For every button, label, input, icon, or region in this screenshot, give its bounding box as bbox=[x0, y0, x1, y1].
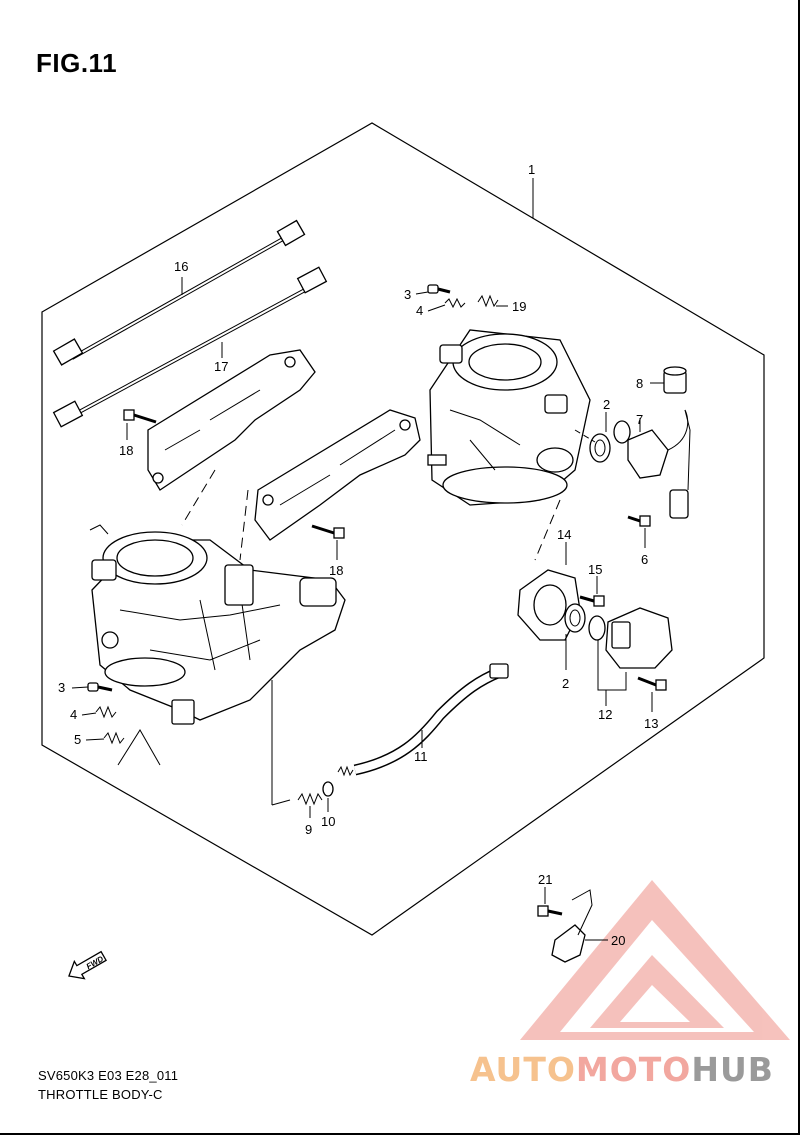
hose-11 bbox=[337, 663, 509, 777]
callout-16: 16 bbox=[174, 259, 188, 274]
spring-5 bbox=[85, 731, 125, 745]
callout-19: 19 bbox=[512, 299, 526, 314]
callout-6: 6 bbox=[641, 552, 648, 567]
callout-2-upper: 2 bbox=[603, 397, 610, 412]
screw-13 bbox=[637, 676, 667, 712]
assembly-outline bbox=[41, 122, 765, 936]
sensor-7 bbox=[613, 409, 691, 519]
callout-4-left: 4 bbox=[70, 707, 77, 722]
screw-21 bbox=[537, 887, 563, 917]
callout-18-upper: 18 bbox=[119, 443, 133, 458]
frame-bottom-border bbox=[0, 1133, 800, 1135]
sensor-module-12 bbox=[597, 607, 673, 706]
o-ring-2-lower bbox=[564, 603, 586, 670]
spring-19 bbox=[477, 294, 508, 308]
figure-title: FIG.11 bbox=[36, 48, 118, 78]
callout-14: 14 bbox=[557, 527, 571, 542]
callout-7: 7 bbox=[636, 412, 643, 427]
callout-18-lower: 18 bbox=[329, 563, 343, 578]
callout-17: 17 bbox=[214, 359, 228, 374]
watermark-moto: MOTO bbox=[575, 1050, 692, 1089]
bracket-upper bbox=[147, 349, 316, 491]
watermark-auto: AUTO bbox=[470, 1050, 576, 1089]
screw-3-upper bbox=[415, 284, 451, 295]
flange-14 bbox=[517, 542, 581, 641]
callout-20: 20 bbox=[611, 933, 625, 948]
watermark-hub: HUB bbox=[691, 1050, 774, 1089]
callout-11: 11 bbox=[414, 749, 428, 764]
connection-lines bbox=[181, 429, 596, 561]
callout-1: 1 bbox=[528, 162, 535, 177]
fwd-arrow-icon: FWD bbox=[68, 950, 107, 980]
watermark-text: AUTOMOTOHUB bbox=[470, 1050, 774, 1089]
leader-3-4-5 bbox=[117, 729, 161, 766]
callout-13: 13 bbox=[644, 716, 658, 731]
screw-18-upper bbox=[123, 409, 157, 440]
callout-12: 12 bbox=[598, 707, 612, 722]
callout-9: 9 bbox=[305, 822, 312, 837]
throttle-body-main bbox=[89, 524, 346, 725]
cable-16 bbox=[52, 219, 306, 366]
clamp-20 bbox=[551, 889, 608, 963]
callout-5: 5 bbox=[74, 732, 81, 747]
callout-4-upper: 4 bbox=[416, 303, 423, 318]
callout-labels: 1 2 2 3 3 4 4 5 6 7 8 9 10 11 12 13 14 1… bbox=[58, 162, 658, 948]
throttle-body-upper bbox=[427, 329, 591, 506]
cap-8 bbox=[650, 366, 687, 394]
callout-15: 15 bbox=[588, 562, 602, 577]
o-ring-12 bbox=[588, 615, 606, 641]
screw-6 bbox=[627, 515, 651, 548]
bracket-lower bbox=[254, 409, 421, 541]
spring-4-left bbox=[81, 705, 117, 719]
screw-18-lower bbox=[311, 524, 345, 560]
screw-3-left bbox=[71, 682, 113, 692]
callout-21: 21 bbox=[538, 872, 552, 887]
callout-8: 8 bbox=[636, 376, 643, 391]
o-ring-2-upper bbox=[589, 412, 611, 463]
model-code: SV650K3 E03 E28_011 bbox=[38, 1068, 179, 1083]
frame-right-border bbox=[798, 0, 800, 1135]
watermark-logo bbox=[520, 880, 790, 1040]
cable-17 bbox=[52, 266, 328, 428]
callout-3-left: 3 bbox=[58, 680, 65, 695]
spring-9 bbox=[271, 680, 323, 818]
callout-10: 10 bbox=[321, 814, 335, 829]
callout-2-lower: 2 bbox=[562, 676, 569, 691]
callout-3-upper: 3 bbox=[404, 287, 411, 302]
spring-4-upper bbox=[427, 297, 466, 312]
figure-name: THROTTLE BODY-C bbox=[38, 1087, 163, 1102]
screw-15 bbox=[579, 576, 605, 607]
washer-10 bbox=[322, 781, 334, 812]
